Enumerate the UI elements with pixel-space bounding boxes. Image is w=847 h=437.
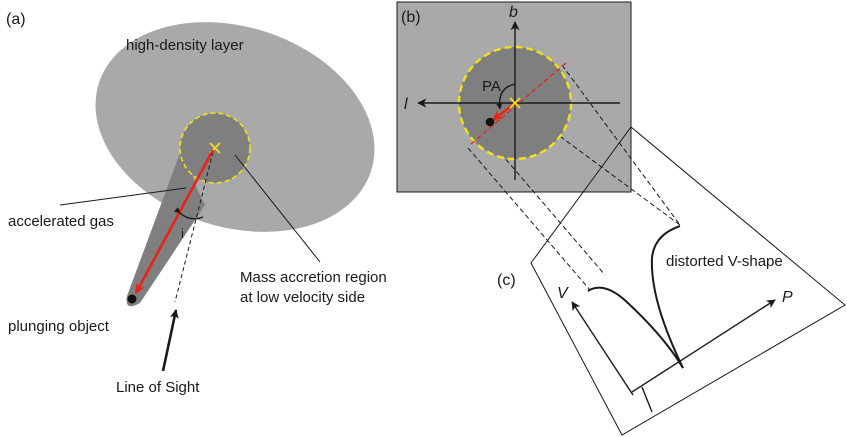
axis-p-label: P	[782, 289, 793, 306]
axis-v-label: V	[557, 285, 569, 302]
mass-accretion-label-line2: at low velocity side	[240, 289, 365, 306]
axis-l-label: l	[404, 96, 408, 113]
plunging-object-label: plunging object	[8, 318, 110, 335]
plunging-object-dot	[127, 294, 137, 304]
line-of-sight-dashed	[174, 151, 214, 303]
mass-accretion-leader	[234, 154, 321, 263]
position-angle-label: PA	[482, 78, 501, 95]
axis-b-label: b	[509, 4, 518, 21]
mass-accretion-label-line1: Mass accretion region	[240, 269, 387, 286]
position-angle-dashed-red	[469, 62, 567, 146]
angle-i-arc	[173, 207, 204, 220]
line-of-sight-arrow	[161, 309, 179, 372]
panel-b-label: (b)	[401, 9, 421, 26]
velocity-arrow-red	[134, 149, 215, 294]
angle-i-label: i	[181, 226, 184, 241]
panel-b: (b) b l PA	[396, 1, 681, 291]
panel-c-frame	[530, 126, 846, 436]
distorted-v-shape-label: distorted V-shape	[666, 253, 783, 270]
accelerated-gas-label: accelerated gas	[8, 213, 114, 230]
position-angle-arc	[496, 83, 516, 110]
axis-v-line	[571, 301, 634, 396]
accelerated-gas-cone	[126, 137, 205, 307]
v-shape-right-branch	[650, 225, 684, 369]
panel-c: (c) V P distorted V-shape	[497, 126, 846, 436]
line-of-sight-label: Line of Sight	[116, 379, 200, 396]
accelerated-gas-leader	[59, 187, 187, 206]
panel-a: (a) high-density layer i accelerated gas…	[6, 11, 387, 396]
axis-p-line	[631, 299, 776, 393]
v-shape-left-branch	[587, 286, 684, 369]
projected-object-dot	[485, 117, 495, 127]
high-density-layer-label: high-density layer	[126, 37, 244, 54]
panel-a-label: (a)	[6, 11, 26, 28]
center-cross-marker-b	[509, 97, 521, 109]
panel-c-label: (c)	[497, 272, 516, 289]
axis-origin-tick	[641, 386, 653, 413]
